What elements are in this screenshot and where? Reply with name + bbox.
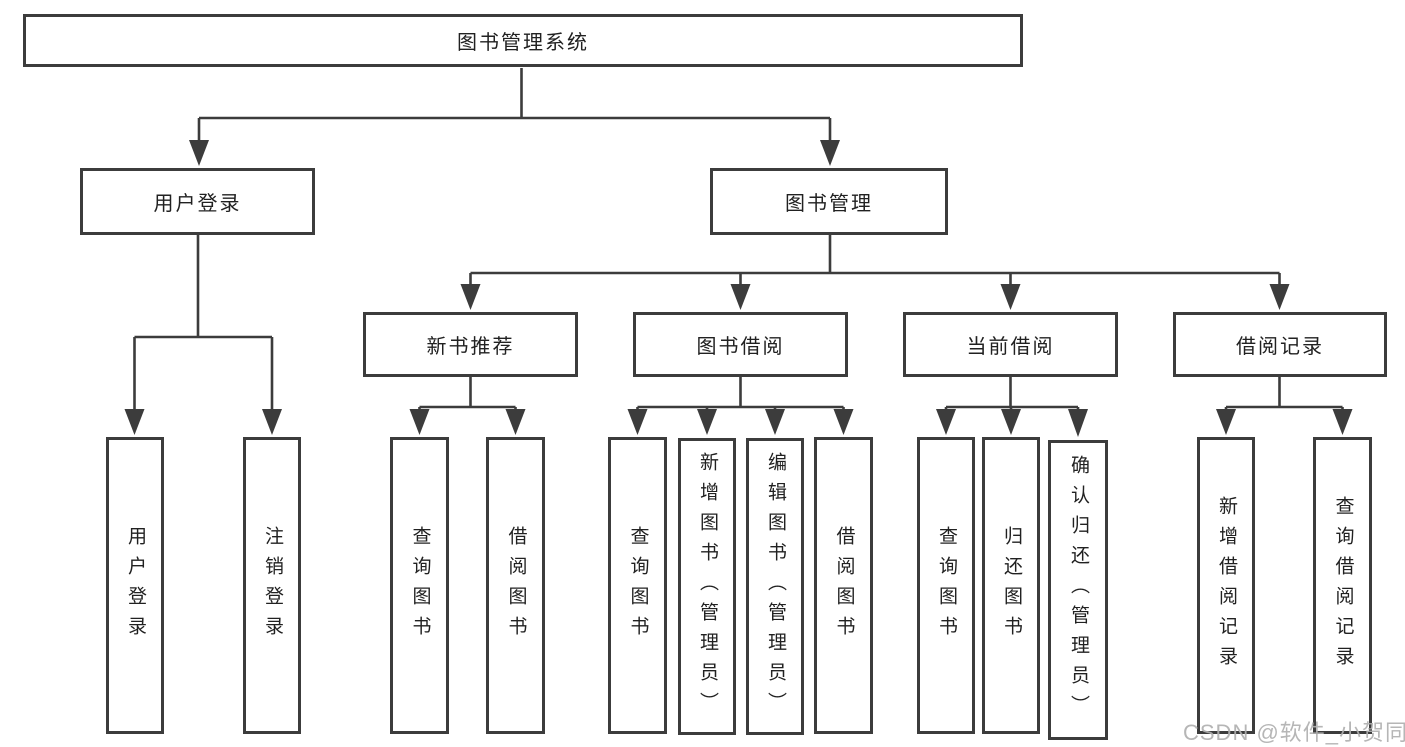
arrowhead (730, 284, 751, 310)
node-current-borrowing-label: 当前借阅 (966, 336, 1055, 358)
arrowhead (820, 140, 840, 166)
leaf-newrec-query-books-label: 查询图书 (409, 525, 431, 646)
leaf-borrowing-borrow-books: 借阅图书 (814, 437, 873, 734)
leaf-logout: 注销登录 (243, 437, 301, 734)
leaf-borrowing-borrow-books-label: 借阅图书 (833, 525, 855, 646)
leaf-records-query-record-label: 查询借阅记录 (1332, 495, 1354, 676)
leaf-newrec-query-books: 查询图书 (390, 437, 449, 734)
leaf-borrowing-add-books-admin-label: 新增图书（管理员） (696, 451, 718, 722)
node-user-login-label: 用户登录 (153, 193, 242, 215)
arrowhead (1068, 409, 1088, 437)
leaf-borrowing-query-books: 查询图书 (608, 437, 667, 734)
arrowhead (765, 409, 785, 435)
leaf-logout-label: 注销登录 (261, 525, 283, 646)
arrowhead (936, 409, 956, 435)
leaf-newrec-borrow-books-label: 借阅图书 (505, 525, 527, 646)
leaf-user-login: 用户登录 (106, 437, 164, 734)
node-root-label: 图书管理系统 (457, 32, 589, 54)
arrowhead (1216, 409, 1236, 435)
arrowhead (1001, 409, 1021, 435)
leaf-current-confirm-return-admin-label: 确认归还（管理员） (1067, 455, 1089, 725)
node-user-login: 用户登录 (80, 168, 315, 235)
node-borrow-records: 借阅记录 (1173, 312, 1387, 377)
node-new-book-recommend-label: 新书推荐 (426, 336, 515, 358)
arrowhead (627, 409, 648, 435)
arrowhead (460, 284, 481, 310)
arrowhead (833, 409, 854, 435)
node-book-borrowing: 图书借阅 (633, 312, 848, 377)
csdn-watermark: CSDN @软件_小贺同学 (1183, 720, 1405, 745)
leaf-current-query-books-label: 查询图书 (935, 525, 957, 646)
arrowhead (1000, 284, 1021, 310)
node-book-management-label: 图书管理 (785, 193, 873, 215)
leaf-current-confirm-return-admin: 确认归还（管理员） (1048, 440, 1108, 740)
leaf-borrowing-edit-books-admin-label: 编辑图书（管理员） (764, 451, 786, 722)
node-new-book-recommend: 新书推荐 (363, 312, 578, 377)
leaf-current-query-books: 查询图书 (917, 437, 975, 734)
arrowhead (1332, 409, 1353, 435)
node-borrow-records-label: 借阅记录 (1236, 336, 1324, 358)
node-book-management: 图书管理 (710, 168, 948, 235)
arrowhead (1269, 284, 1290, 310)
node-root: 图书管理系统 (23, 14, 1023, 67)
leaf-records-add-record: 新增借阅记录 (1197, 437, 1255, 734)
leaf-newrec-borrow-books: 借阅图书 (486, 437, 545, 734)
arrowhead (262, 409, 282, 435)
leaf-records-query-record: 查询借阅记录 (1313, 437, 1372, 734)
leaf-current-return-books: 归还图书 (982, 437, 1040, 734)
arrowhead (409, 409, 430, 435)
node-current-borrowing: 当前借阅 (903, 312, 1118, 377)
leaf-user-login-label: 用户登录 (124, 525, 146, 646)
arrowhead (697, 409, 717, 435)
node-book-borrowing-label: 图书借阅 (696, 336, 785, 358)
arrowhead (505, 409, 526, 435)
arrowhead (189, 140, 209, 166)
leaf-records-add-record-label: 新增借阅记录 (1215, 495, 1237, 676)
leaf-borrowing-query-books-label: 查询图书 (627, 525, 649, 646)
leaf-current-return-books-label: 归还图书 (1000, 525, 1022, 646)
arrowhead (124, 409, 145, 435)
leaf-borrowing-edit-books-admin: 编辑图书（管理员） (746, 438, 804, 735)
leaf-borrowing-add-books-admin: 新增图书（管理员） (678, 438, 736, 735)
